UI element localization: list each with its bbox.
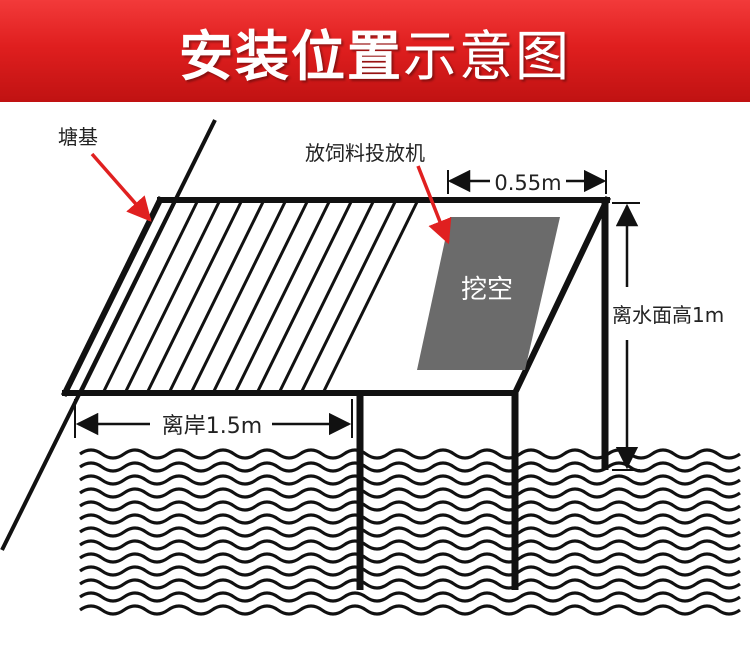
banner-title-light: 示意图 xyxy=(403,24,571,88)
wave-line xyxy=(79,513,741,525)
platform-slat xyxy=(277,199,376,394)
platform-slat xyxy=(255,199,354,394)
wave-line xyxy=(79,500,741,512)
platform-frame xyxy=(60,195,611,398)
height-label: 离水面高1m xyxy=(612,303,724,327)
distance-dimension xyxy=(74,399,353,438)
platform-slat xyxy=(101,199,200,394)
feeder-arrow xyxy=(416,165,452,245)
height-dimension xyxy=(612,202,640,471)
banner-title-bold: 安装位置 xyxy=(179,24,403,88)
hollow-label: 挖空 xyxy=(461,275,513,305)
wave-line xyxy=(79,591,741,603)
wave-line xyxy=(79,578,741,590)
title-banner xyxy=(0,0,750,102)
platform-slat xyxy=(145,199,244,394)
platform-slat xyxy=(79,199,178,394)
support-posts xyxy=(356,200,609,590)
banner-title: 安装位置示意图 xyxy=(0,0,750,102)
width-dimension xyxy=(447,169,607,194)
platform-slat xyxy=(123,199,222,394)
wave-line xyxy=(79,539,741,551)
feeder-label: 放饲料投放机 xyxy=(305,141,425,165)
wave-line xyxy=(79,487,741,499)
installation-diagram: 挖空 0.55m 离水面高1m 离岸1.5m 塘基 放饲料投放机 xyxy=(0,119,741,616)
wave-line xyxy=(79,526,741,538)
platform-slats xyxy=(79,199,420,394)
water-waves xyxy=(79,448,741,616)
wave-line xyxy=(79,448,741,460)
wave-line xyxy=(79,604,741,616)
platform-slat xyxy=(299,199,398,394)
wave-line xyxy=(79,461,741,473)
platform-slat xyxy=(167,199,266,394)
platform-slat xyxy=(211,199,310,394)
pond-bank-arrow xyxy=(90,152,152,222)
platform-slat xyxy=(233,199,332,394)
distance-label: 离岸1.5m xyxy=(162,414,262,439)
hollow-area xyxy=(417,217,560,370)
platform-slat xyxy=(189,199,288,394)
wave-line xyxy=(79,474,741,486)
wave-line xyxy=(79,552,741,564)
width-label: 0.55m xyxy=(494,171,561,195)
wave-line xyxy=(79,565,741,577)
platform-slat xyxy=(321,199,420,394)
pond-bank-label: 塘基 xyxy=(58,125,98,149)
